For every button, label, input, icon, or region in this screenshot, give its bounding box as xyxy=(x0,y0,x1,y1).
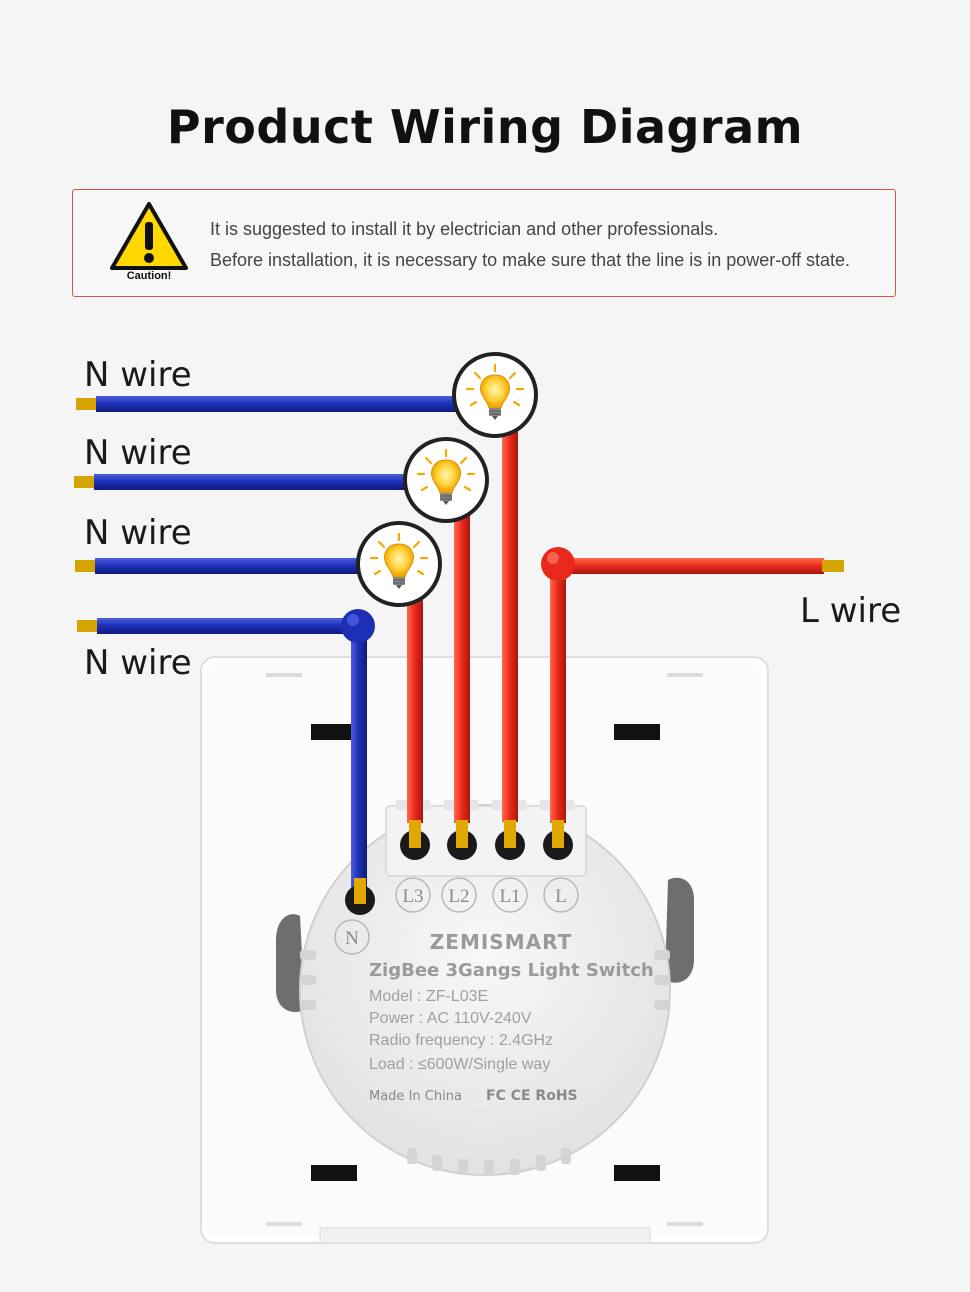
terminal-label-n: N xyxy=(345,928,359,949)
mounting-slot xyxy=(311,1165,357,1181)
device-power: Power : AC 110V-240V xyxy=(369,1010,532,1027)
warning-triangle-icon xyxy=(110,202,188,270)
mounting-slot xyxy=(311,724,357,740)
n-wire-label-4: N wire xyxy=(84,643,192,683)
terminal-label-l1: L1 xyxy=(499,886,520,907)
bulb-1-icon xyxy=(452,352,538,438)
neutral-wires xyxy=(74,396,466,888)
made-in-label: Made In China xyxy=(369,1089,462,1104)
n-wire-label-1: N wire xyxy=(84,355,192,395)
left-clip xyxy=(276,914,305,1012)
terminal-screws xyxy=(345,820,573,915)
bulb-3-icon xyxy=(356,521,442,607)
mounting-slot xyxy=(614,724,660,740)
device-name: ZigBee 3Gangs Light Switch xyxy=(369,960,654,981)
terminal-label-l2: L2 xyxy=(448,886,469,907)
caution-box: Caution! It is suggested to install it b… xyxy=(72,189,896,297)
bulb-2-icon xyxy=(403,437,489,523)
n-wire-label-2: N wire xyxy=(84,433,192,473)
device-model: Model : ZF-L03E xyxy=(369,988,488,1005)
caution-text-line-1: It is suggested to install it by electri… xyxy=(210,219,719,239)
right-clip xyxy=(665,877,694,983)
live-wires xyxy=(407,430,844,823)
certification-marks: FC CE RoHS xyxy=(486,1088,578,1104)
n-wire-label-3: N wire xyxy=(84,513,192,553)
l-wire-label: L wire xyxy=(800,591,901,631)
device-radio: Radio frequency : 2.4GHz xyxy=(369,1032,553,1049)
device-load: Load : ≤600W/Single way xyxy=(369,1056,550,1073)
terminal-label-l: L xyxy=(555,886,567,907)
mounting-slot xyxy=(614,1165,660,1181)
page-title: Product Wiring Diagram xyxy=(166,100,804,154)
caution-label: Caution! xyxy=(126,270,172,282)
terminal-label-l3: L3 xyxy=(402,886,423,907)
device-label: ZEMISMART ZigBee 3Gangs Light Switch Mod… xyxy=(369,930,654,1104)
brand-logo: ZEMISMART xyxy=(430,930,572,954)
terminal-labels: L3 L2 L1 L N xyxy=(334,877,579,955)
caution-text-line-2: Before installation, it is necessary to … xyxy=(210,250,850,270)
